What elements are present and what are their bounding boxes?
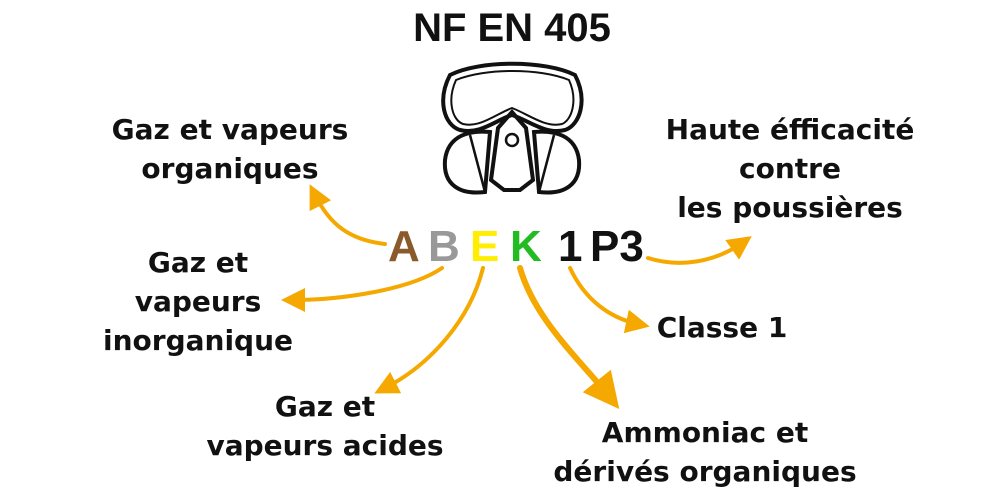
- arrow-B: [281, 266, 444, 312]
- code-class-1: 1: [558, 222, 583, 271]
- arrow-P3: [646, 236, 752, 265]
- code-letter-E: E: [470, 222, 500, 271]
- label-class: Classe 1: [656, 311, 788, 344]
- gas-mask-icon: [441, 61, 584, 195]
- arrow-1: [568, 266, 650, 334]
- code-letter-B: B: [428, 222, 460, 271]
- diagram-title: NF EN 405: [413, 6, 611, 50]
- code-letter-A: A: [388, 222, 420, 271]
- arrow-E: [374, 266, 485, 394]
- code-P3: P3: [590, 222, 644, 271]
- code-letter-K: K: [510, 222, 542, 271]
- arrow-A: [309, 184, 387, 246]
- arrow-K: [517, 265, 620, 410]
